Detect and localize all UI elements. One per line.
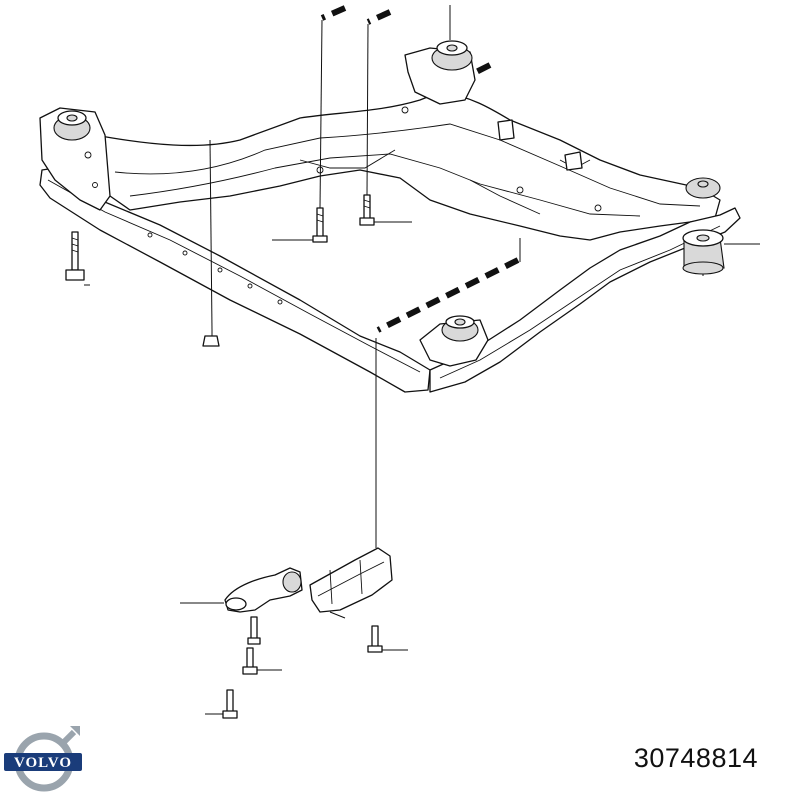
nut-front: [202, 330, 220, 347]
bushing-front-right: [441, 315, 479, 342]
bushing-right-side: [685, 177, 721, 199]
bolt-lower-2: [242, 647, 282, 675]
bolt-center-right: [359, 194, 412, 226]
front-subframe: [39, 47, 741, 393]
logo-text: VOLVO: [14, 755, 72, 771]
bushing-right-rear: [431, 40, 473, 71]
torque-rod: [180, 567, 303, 613]
volvo-logo-icon: VOLVO: [4, 726, 82, 792]
bushing-left-rear: [53, 110, 91, 141]
bolt-lower-1: [247, 616, 261, 645]
bolt-center-left: [272, 207, 328, 243]
torque-rod-bracket: [309, 547, 393, 619]
bolt-lower-3: [205, 689, 238, 719]
bolt-lower-4: [367, 625, 408, 653]
bolt-left-long: [65, 231, 90, 286]
part-number: 30748814: [633, 743, 758, 773]
loose-bushing: [682, 229, 760, 276]
